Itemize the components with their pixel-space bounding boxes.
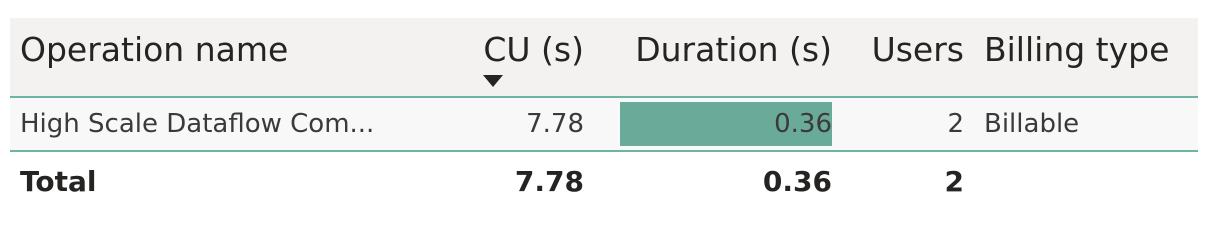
cell-users: 2 [947, 109, 964, 139]
duration-data-bar [620, 102, 832, 146]
column-header-label: Operation name [20, 30, 289, 69]
column-header-billing-type[interactable]: Billing type [974, 18, 1198, 96]
column-header-label: CU (s) [483, 30, 584, 69]
table-header: Operation name CU (s) Duration (s) Users… [10, 18, 1198, 98]
total-cu: 7.78 [514, 164, 584, 198]
cell-cu: 7.78 [526, 109, 584, 139]
table-row[interactable]: High Scale Dataflow Com... 7.78 0.36 2 B… [10, 98, 1198, 152]
column-header-cu-wrap: CU (s) [483, 30, 584, 87]
column-header-label: Billing type [984, 30, 1170, 69]
column-header-label: Duration (s) [635, 30, 832, 69]
operations-table: Operation name CU (s) Duration (s) Users… [10, 18, 1198, 210]
column-header-duration[interactable]: Duration (s) [594, 18, 842, 96]
total-row: Total 7.78 0.36 2 [10, 152, 1198, 210]
column-header-operation-name[interactable]: Operation name [10, 18, 446, 96]
total-billing-type [974, 152, 1198, 210]
sort-descending-icon[interactable] [483, 75, 504, 87]
total-label: Total [20, 164, 97, 198]
cell-billing-type: Billable [984, 109, 1080, 139]
total-duration: 0.36 [762, 164, 832, 198]
cell-operation-name: High Scale Dataflow Com... [20, 109, 375, 139]
total-users: 2 [944, 164, 964, 198]
duration-bar-track [620, 102, 832, 146]
column-header-users[interactable]: Users [842, 18, 974, 96]
cell-duration-value: 0.36 [774, 109, 832, 139]
column-header-label: Users [871, 30, 964, 69]
cell-duration: 0.36 [594, 98, 842, 150]
column-header-cu[interactable]: CU (s) [446, 18, 594, 96]
